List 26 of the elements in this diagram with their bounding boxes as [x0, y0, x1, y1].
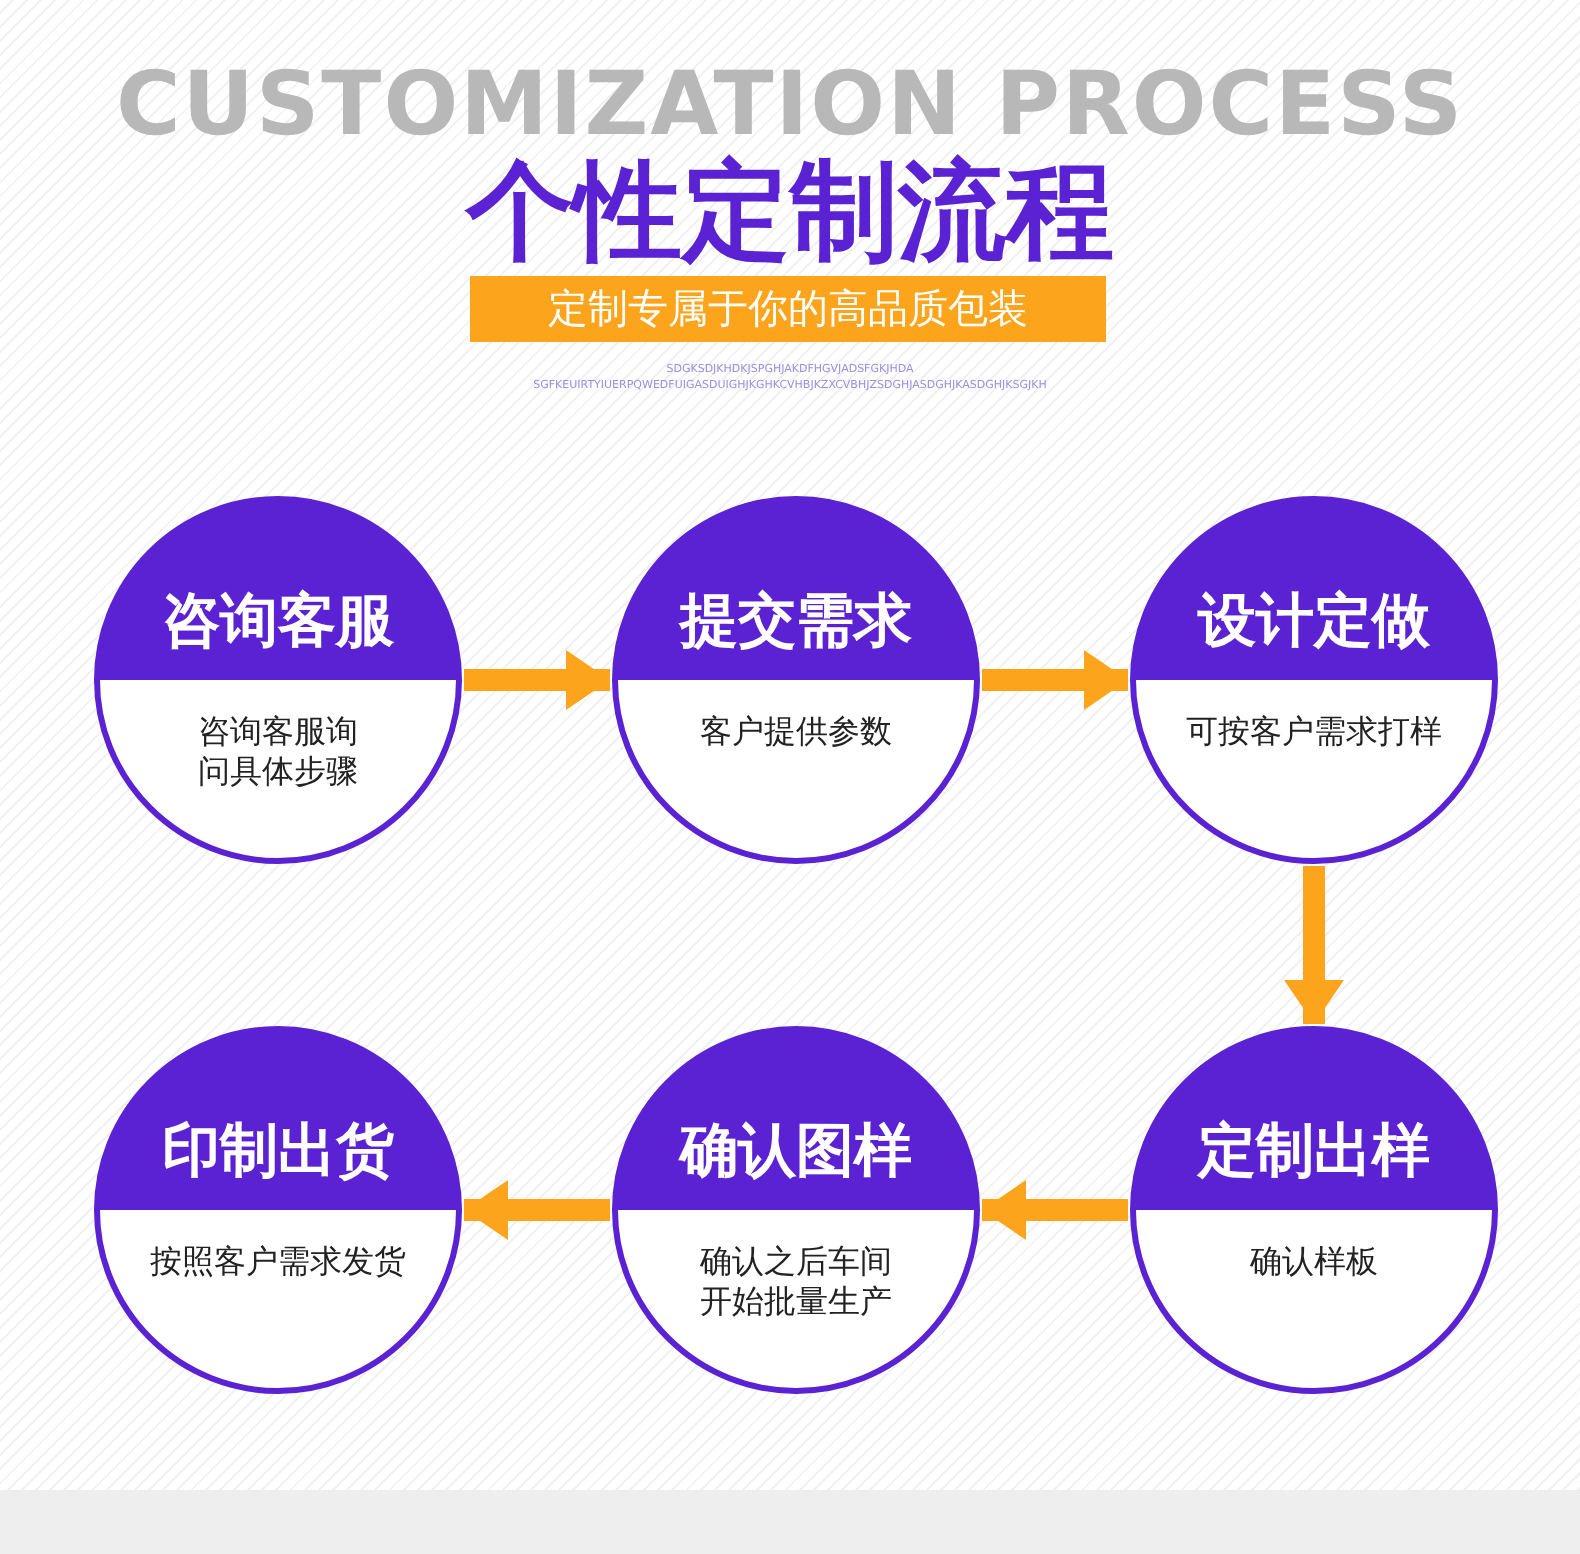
step-heading: 提交需求 [676, 586, 914, 654]
step-description: 客户提供参数 [698, 712, 894, 752]
background-heading: CUSTOMIZATION PROCESS [113, 60, 1467, 152]
step-description: 确认样板 [1248, 1242, 1380, 1282]
step-heading: 设计定做 [1195, 586, 1432, 654]
step-description: 咨询客服询问具体步骤 [196, 712, 360, 792]
arrow [982, 650, 1128, 710]
arrow [464, 1180, 610, 1240]
step-heading: 咨询客服 [160, 586, 396, 654]
step-heading: 定制出样 [1195, 1116, 1432, 1184]
arrow [1284, 866, 1344, 1024]
title: 个性定制流程 [462, 156, 1116, 268]
step-heading: 确认图样 [676, 1116, 914, 1184]
step-heading: 印制出货 [160, 1116, 396, 1184]
subtitle-banner: 定制专属于你的高品质包装 [470, 276, 1106, 342]
step-circle [612, 1026, 980, 1394]
step-circle [94, 1026, 462, 1394]
arrow [464, 650, 610, 710]
step-description: 确认之后车间开始批量生产 [698, 1242, 894, 1322]
step-circle [1130, 1026, 1498, 1394]
step-description: 按照客户需求发货 [148, 1242, 408, 1282]
step-circle [612, 496, 980, 864]
arrow [982, 1180, 1128, 1240]
step-circle [1130, 496, 1498, 864]
step-description: 可按客户需求打样 [1184, 712, 1444, 752]
step-circle [94, 496, 462, 864]
